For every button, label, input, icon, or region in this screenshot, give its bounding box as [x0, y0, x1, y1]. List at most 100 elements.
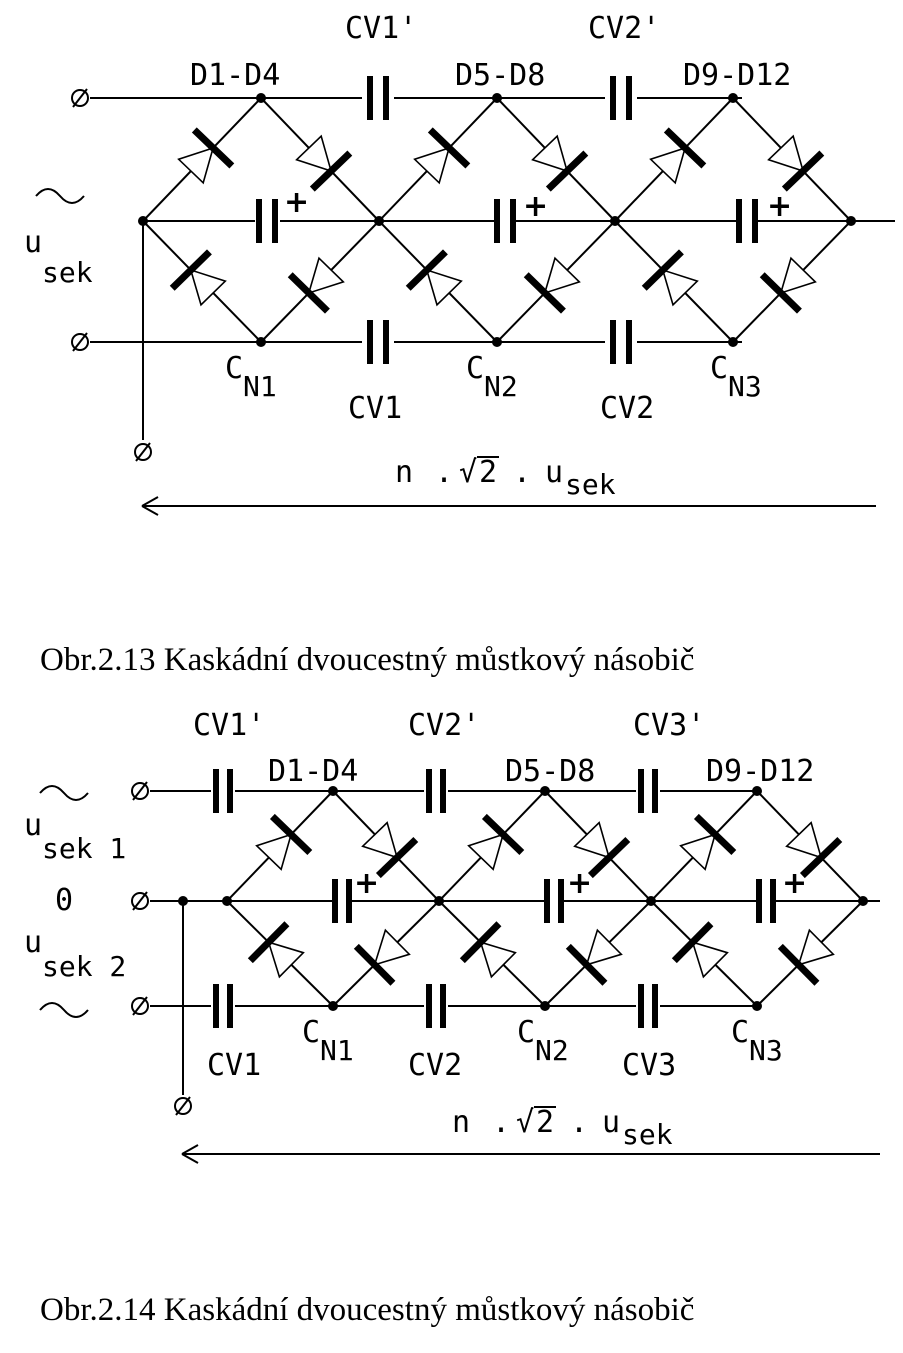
junction-dot — [328, 1001, 338, 1011]
node-cap-sub: N2 — [484, 370, 518, 403]
diode-bar — [565, 943, 608, 986]
top-cap-label: CV3' — [633, 708, 705, 743]
output-arrow-head — [141, 496, 159, 507]
junction-dot — [752, 1001, 762, 1011]
diode-triangle — [189, 268, 227, 307]
diode-triangle — [797, 928, 835, 966]
junction-dot — [256, 93, 266, 103]
diode-bar — [671, 921, 714, 964]
diode-triangle — [691, 941, 729, 979]
output-dot: . — [435, 455, 453, 490]
diode-bar — [523, 272, 566, 314]
diode-bar — [309, 150, 353, 192]
junction-dot — [646, 896, 656, 906]
output-radicand: 2 — [536, 1105, 554, 1140]
diode-bar — [759, 272, 802, 314]
output-dot: . — [492, 1105, 510, 1140]
output-arrow-head — [141, 505, 159, 516]
diode-triangle — [373, 928, 411, 966]
diode-triangle — [779, 256, 817, 295]
plus-sign: + — [567, 866, 592, 901]
diode-group-label: D9-D12 — [706, 754, 814, 789]
junction-dot — [540, 786, 550, 796]
input-label: u — [24, 808, 42, 843]
node-cap-sub: N3 — [728, 370, 762, 403]
diode-triangle — [767, 134, 805, 173]
diode-bar — [287, 272, 330, 314]
output-radicand: 2 — [479, 455, 497, 490]
output-root: √ — [516, 1105, 534, 1140]
terminal-slash — [72, 332, 88, 352]
diode-group-label: D5-D8 — [455, 58, 545, 93]
junction-dot — [328, 786, 338, 796]
node-cap-label: C — [517, 1015, 535, 1050]
junction-dot — [138, 216, 148, 226]
junction-dot — [492, 337, 502, 347]
output-root: √ — [459, 455, 477, 490]
output-arrow-head — [181, 1153, 199, 1164]
junction-dot — [222, 896, 232, 906]
node-cap-sub: N3 — [749, 1034, 783, 1067]
junction-dot — [728, 93, 738, 103]
diode-bar — [375, 836, 419, 879]
diode-bar — [405, 249, 448, 291]
input-label-zero: 0 — [55, 883, 73, 918]
junction-dot — [178, 896, 188, 906]
junction-dot — [752, 786, 762, 796]
input-label-sub: sek 1 — [42, 832, 126, 865]
top-cap-label: CV1' — [193, 708, 265, 743]
node-cap-label: C — [302, 1015, 320, 1050]
diode-triangle — [479, 941, 517, 979]
diode-bar — [693, 813, 737, 856]
diode-triangle — [573, 821, 611, 859]
terminal-slash — [175, 1096, 191, 1116]
diode-bar — [641, 249, 684, 291]
diode-bar — [427, 127, 471, 169]
diode-triangle — [255, 833, 293, 871]
junction-dot — [846, 216, 856, 226]
diode-group-label: D5-D8 — [505, 754, 595, 789]
diode-bar — [781, 150, 825, 192]
junction-dot — [610, 216, 620, 226]
output-dot: . — [570, 1105, 588, 1140]
plus-sign: + — [523, 189, 548, 224]
diode-bar — [191, 127, 235, 169]
bottom-cap-label: CV2 — [600, 391, 654, 426]
junction-dot — [374, 216, 384, 226]
junction-dot — [858, 896, 868, 906]
top-cap-label: CV2' — [408, 708, 480, 743]
diode-triangle — [307, 256, 345, 295]
input-label: u — [24, 225, 42, 260]
output-dot: . — [513, 455, 531, 490]
diode-triangle — [543, 256, 581, 295]
terminal-slash — [132, 996, 148, 1016]
tilde-icon — [39, 785, 89, 801]
output-n: n — [395, 455, 413, 490]
figure-caption: Obr.2.14 Kaskádní dvoucestný můstkový ná… — [40, 1292, 694, 1328]
plus-sign: + — [284, 185, 309, 220]
diode-group-label: D1-D4 — [268, 754, 358, 789]
output-u: u — [602, 1105, 620, 1140]
plus-sign: + — [354, 866, 379, 901]
diode-bar — [459, 921, 502, 964]
bottom-cap-label: CV1 — [207, 1048, 261, 1083]
tilde-icon — [35, 188, 85, 204]
output-u: u — [545, 455, 563, 490]
node-cap-sub: N2 — [535, 1034, 569, 1067]
output-u-sub: sek — [565, 468, 616, 501]
terminal-slash — [72, 88, 88, 108]
diode-bar — [169, 249, 212, 291]
node-cap-label: C — [731, 1015, 749, 1050]
diode-bar — [587, 836, 631, 879]
diode-bar — [777, 943, 820, 986]
output-u-sub: sek — [622, 1118, 673, 1151]
node-cap-label: C — [466, 351, 484, 386]
bottom-cap-label: CV1 — [348, 391, 402, 426]
diode-triangle — [585, 928, 623, 966]
diode-bar — [481, 813, 525, 856]
diode-triangle — [661, 268, 699, 307]
bottom-cap-label: CV2 — [408, 1048, 462, 1083]
